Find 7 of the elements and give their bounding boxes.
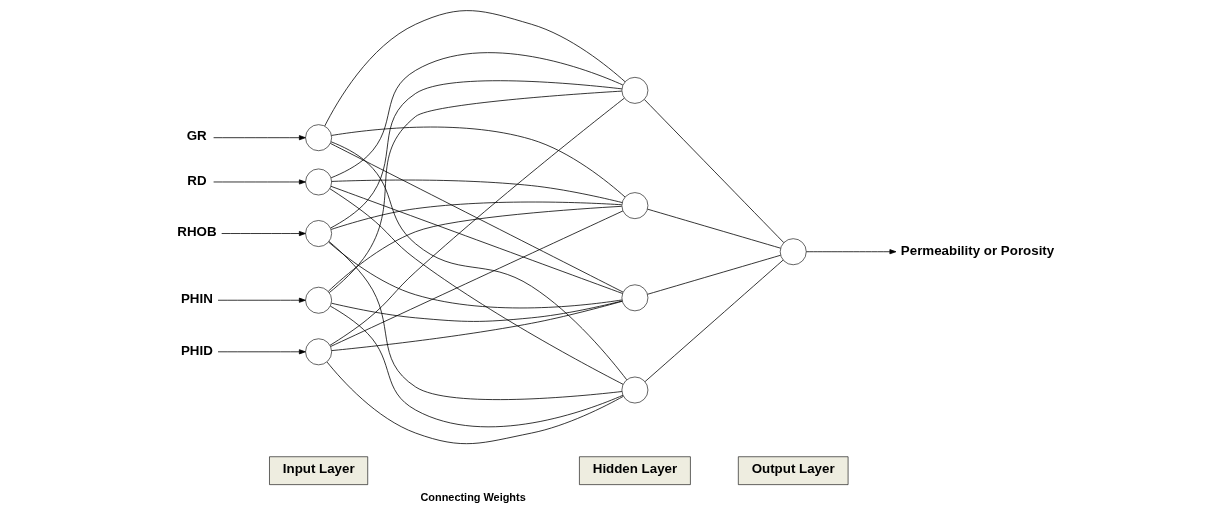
node-text: PHIN: [180, 291, 213, 307]
node-text: GR: [186, 128, 207, 144]
node-text: RHOB: [177, 224, 217, 240]
label: Connecting Weights: [420, 490, 526, 503]
node-text: RD: [187, 172, 207, 188]
node-text: PHID: [180, 342, 213, 358]
node-text: Permeability or Porosity: [900, 242, 1055, 258]
